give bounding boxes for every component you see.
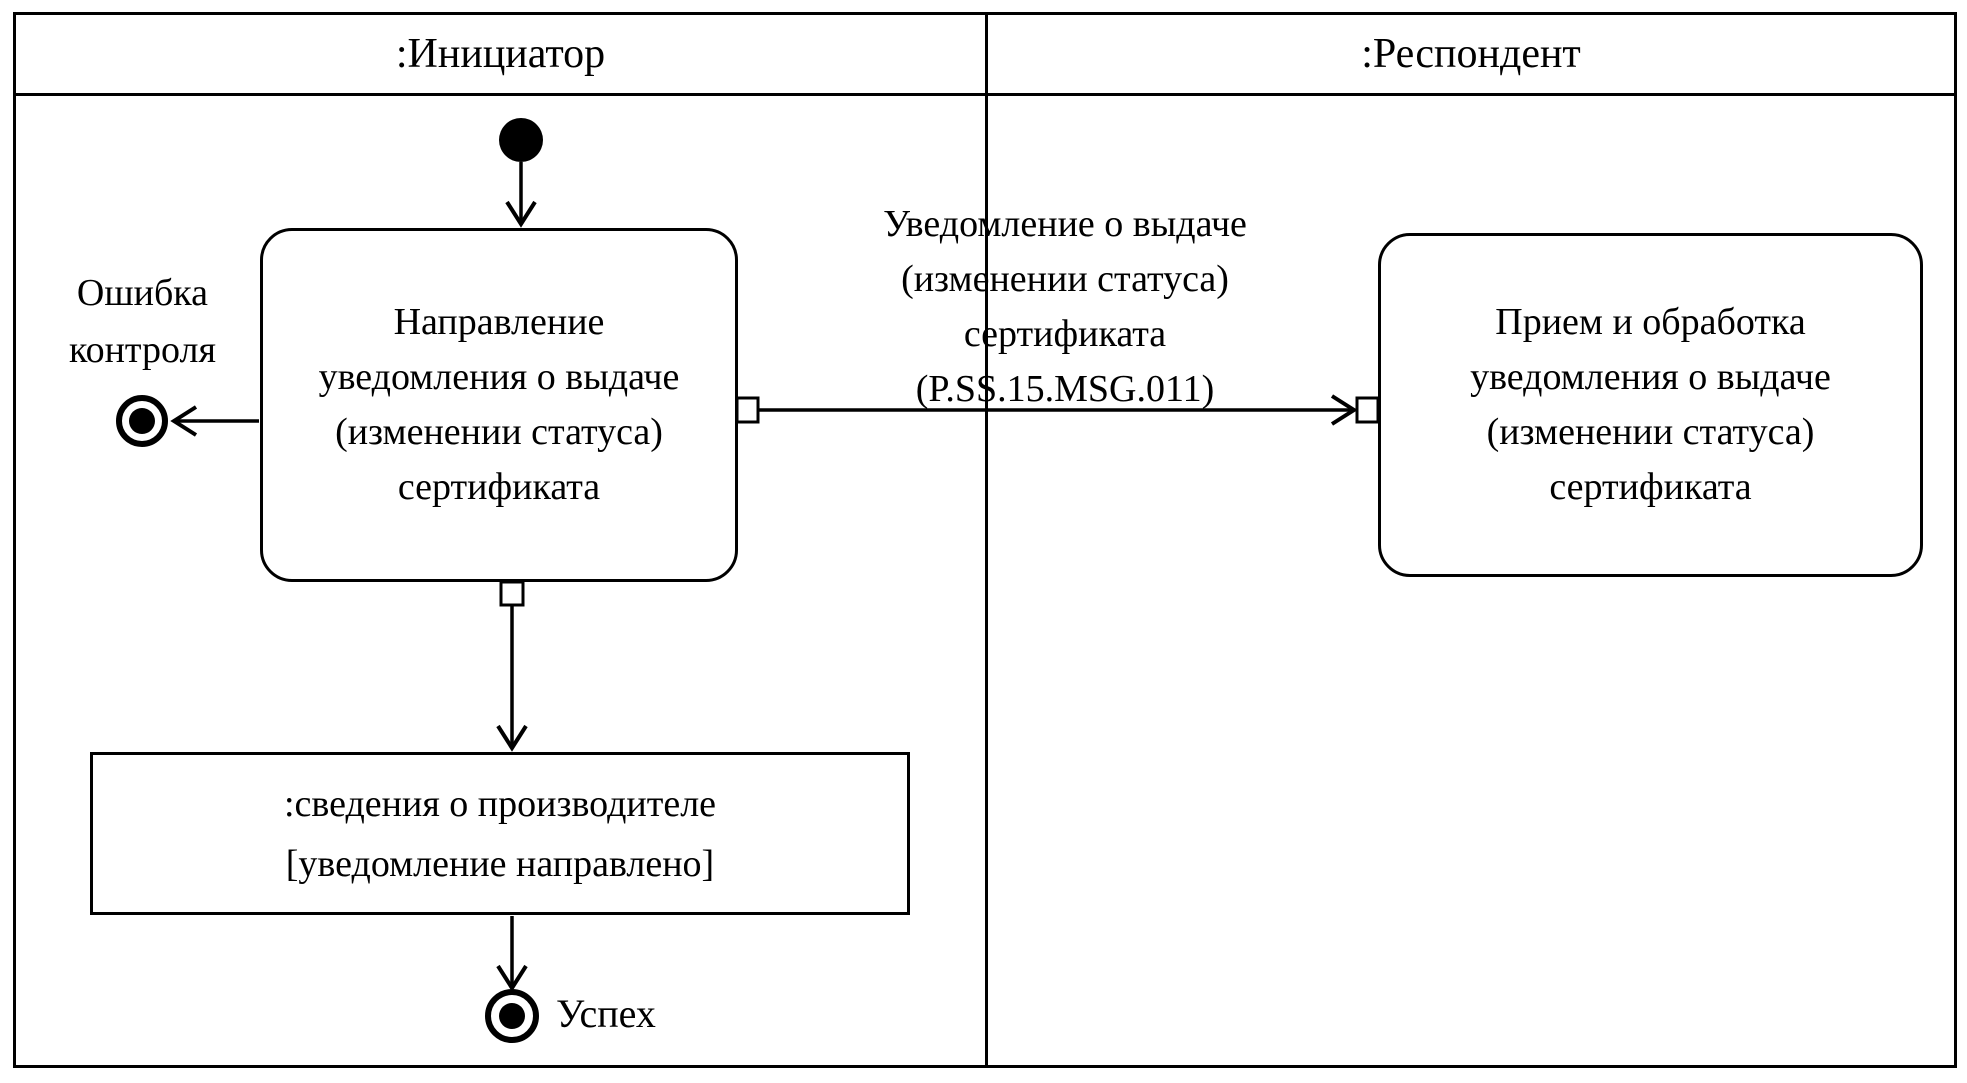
lane-header-respondent: :Респондент xyxy=(988,15,1954,93)
error-final-label-line: контроля xyxy=(69,329,216,371)
activity-receive-notification: Прием и обработка уведомления о выдаче (… xyxy=(1378,233,1923,577)
activity-receive-line: сертификата xyxy=(1549,466,1752,508)
object-node-manufacturer-info: :сведения о производителе [уведомление н… xyxy=(90,752,910,915)
activity-send-line: уведомления о выдаче xyxy=(318,356,680,398)
activity-receive-line: Прием и обработка xyxy=(1495,301,1806,343)
error-final-label-line: Ошибка xyxy=(76,272,209,314)
message-flow-label-line: (P.SS.15.MSG.011) xyxy=(915,368,1215,410)
lane-header-respondent-label: :Респондент xyxy=(1361,31,1581,77)
message-flow-label: Уведомление о выдаче (изменении статуса)… xyxy=(785,197,1345,417)
activity-receive-line: (изменении статуса) xyxy=(1486,411,1815,453)
activity-receive-line: уведомления о выдаче xyxy=(1470,356,1831,398)
activity-send-line: (изменении статуса) xyxy=(335,411,663,453)
success-final-label-text: Успех xyxy=(556,991,656,1036)
lane-header-separator xyxy=(13,93,1957,96)
success-final-label: Успех xyxy=(556,991,656,1037)
message-flow-label-line: сертификата xyxy=(963,313,1167,355)
object-node-line: :сведения о производителе xyxy=(283,782,717,825)
activity-send-line: сертификата xyxy=(397,466,601,508)
activity-send-line: Направление xyxy=(393,301,605,343)
lane-header-initiator-label: :Инициатор xyxy=(395,31,606,77)
activity-send-notification: Направление уведомления о выдаче (измене… xyxy=(260,228,738,582)
lane-divider xyxy=(985,12,988,1068)
lane-header-initiator: :Инициатор xyxy=(16,15,985,93)
object-node-line: [уведомление направлено] xyxy=(285,842,715,885)
error-final-label: Ошибка контроля xyxy=(25,265,260,379)
message-flow-label-line: (изменении статуса) xyxy=(901,258,1229,300)
message-flow-label-line: Уведомление о выдаче xyxy=(883,203,1247,245)
